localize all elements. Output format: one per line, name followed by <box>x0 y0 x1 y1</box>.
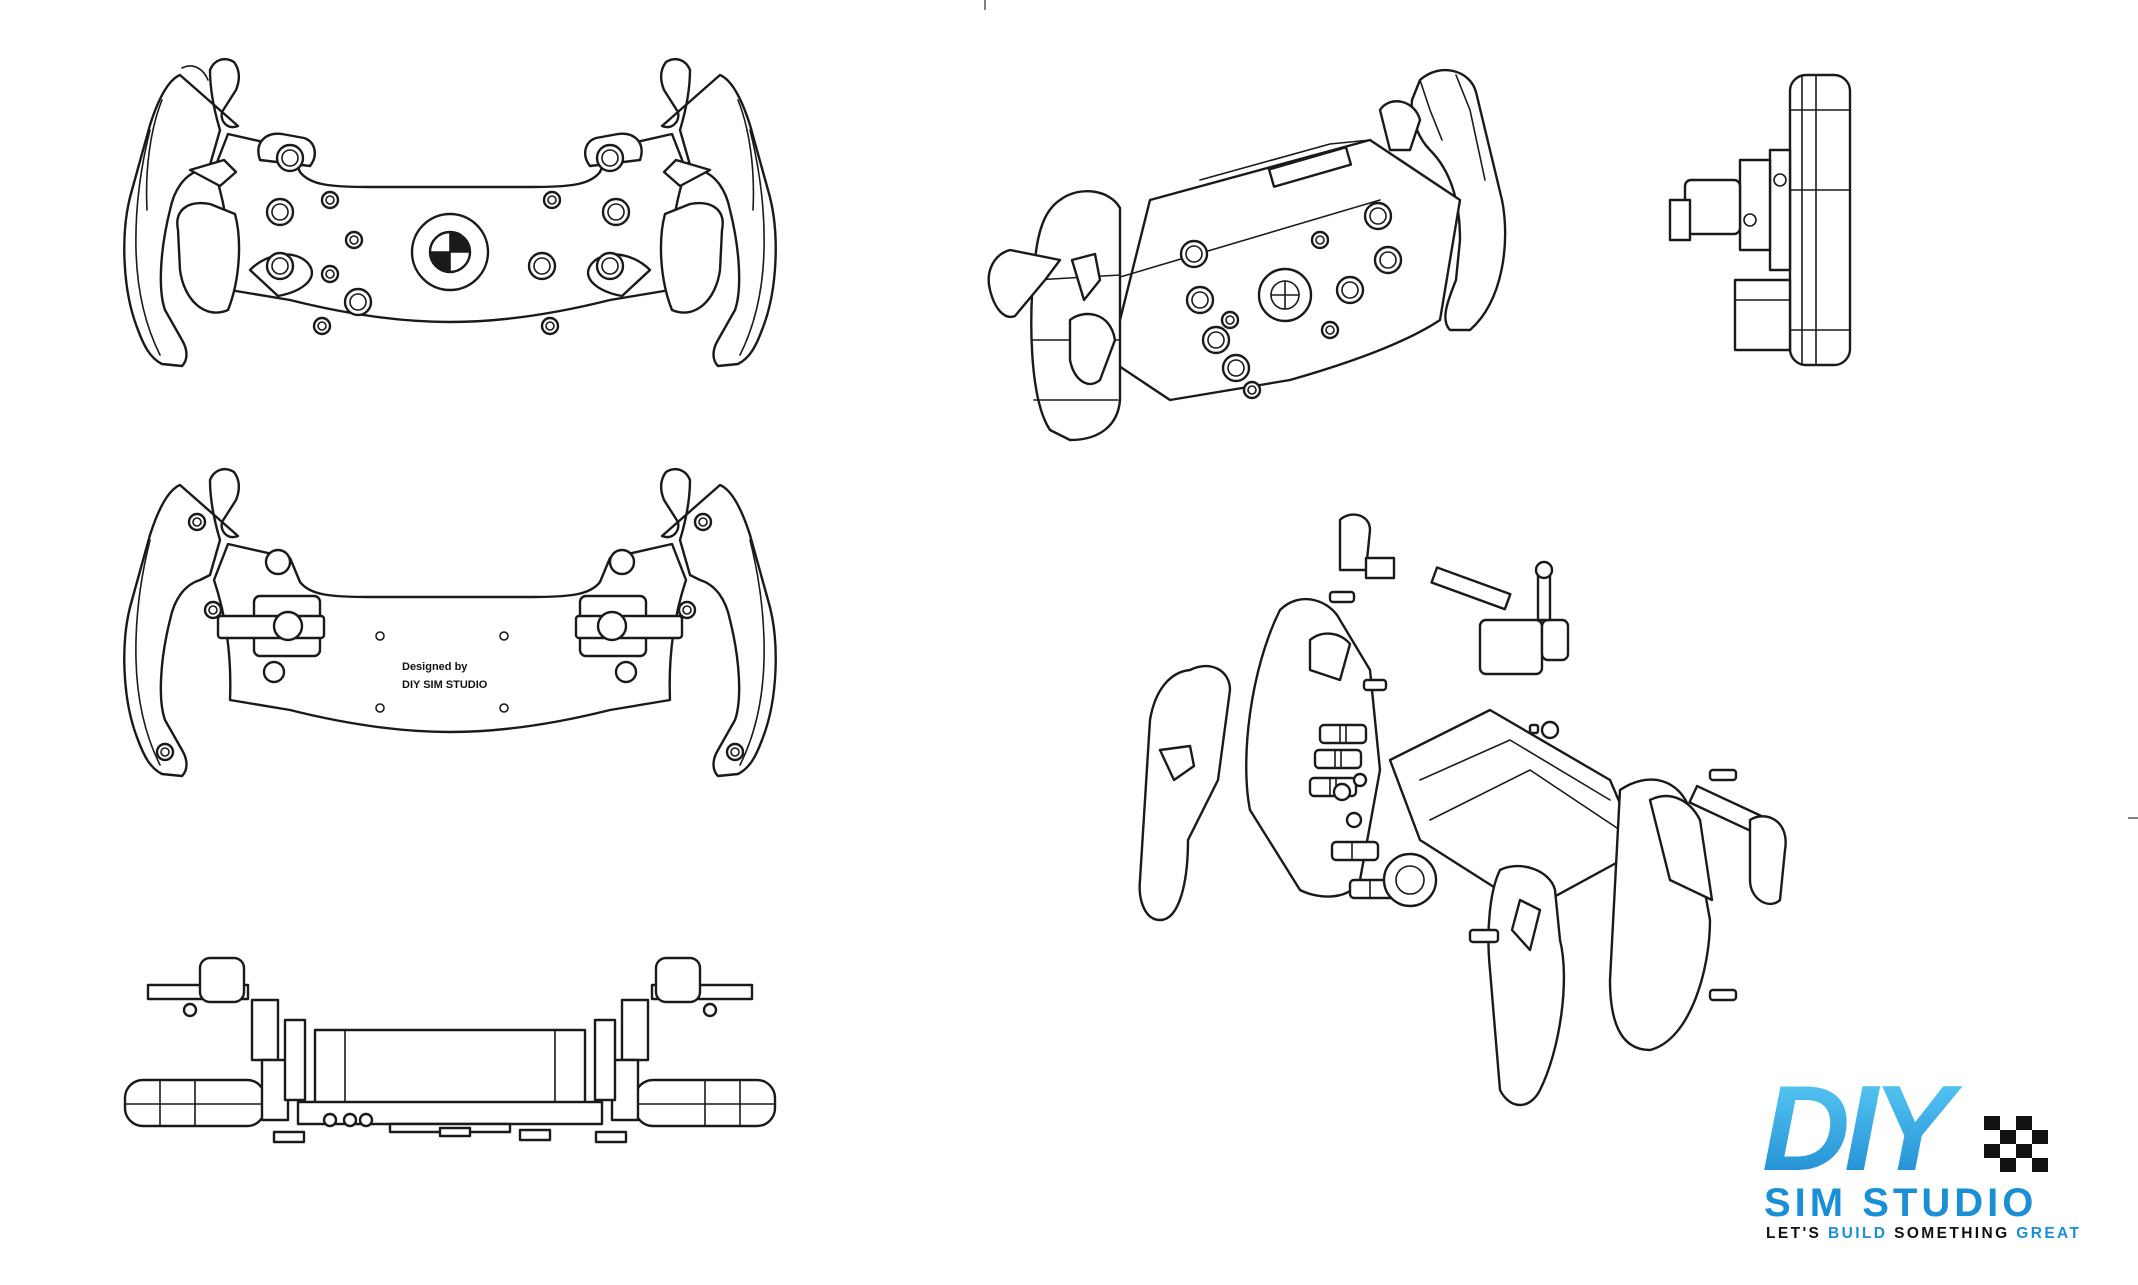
exploded-shifter <box>1478 618 1544 676</box>
rear-right-grip <box>660 468 777 778</box>
tagline-part1: LET'S <box>1766 1225 1828 1242</box>
brand-logo: DIY SIM STUDIO LET'S BUILD SOMETHING GRE… <box>1762 1060 2081 1242</box>
front-right-paddle-tip <box>662 158 712 188</box>
logo-diy-text: DIY <box>1762 1060 1963 1196</box>
exploded-left-paddle <box>1138 664 1232 922</box>
tagline-part2: BUILD <box>1828 1225 1887 1242</box>
top-body <box>313 1028 587 1110</box>
side-grip <box>1788 73 1852 367</box>
logo-tagline: LET'S BUILD SOMETHING GREAT <box>1766 1225 2081 1242</box>
tagline-part3: SOMETHING <box>1894 1225 2016 1242</box>
front-view <box>123 58 777 368</box>
isometric-view <box>987 69 1507 442</box>
exploded-buttons <box>1308 723 1398 900</box>
exploded-view <box>1138 513 1787 1107</box>
side-view <box>1668 73 1852 367</box>
front-left-grip <box>123 58 240 368</box>
checkered-flag-icon <box>1984 1116 2050 1172</box>
plate-text-line1: Designed by <box>402 661 468 673</box>
exploded-badge <box>1382 852 1438 908</box>
rear-view: Designed by DIY SIM STUDIO <box>123 468 777 778</box>
front-right-grip <box>660 58 777 368</box>
front-left-paddle-tip <box>188 158 238 188</box>
top-view <box>123 956 777 1144</box>
plate-text-line2: DIY SIM STUDIO <box>402 679 488 691</box>
side-mount <box>1733 278 1792 352</box>
iso-left-paddle <box>987 248 1062 319</box>
rear-left-grip <box>123 468 240 778</box>
rear-center-plate <box>212 542 688 734</box>
logo-name-text: SIM STUDIO <box>1764 1181 2037 1225</box>
tagline-part4: GREAT <box>2016 1225 2081 1242</box>
